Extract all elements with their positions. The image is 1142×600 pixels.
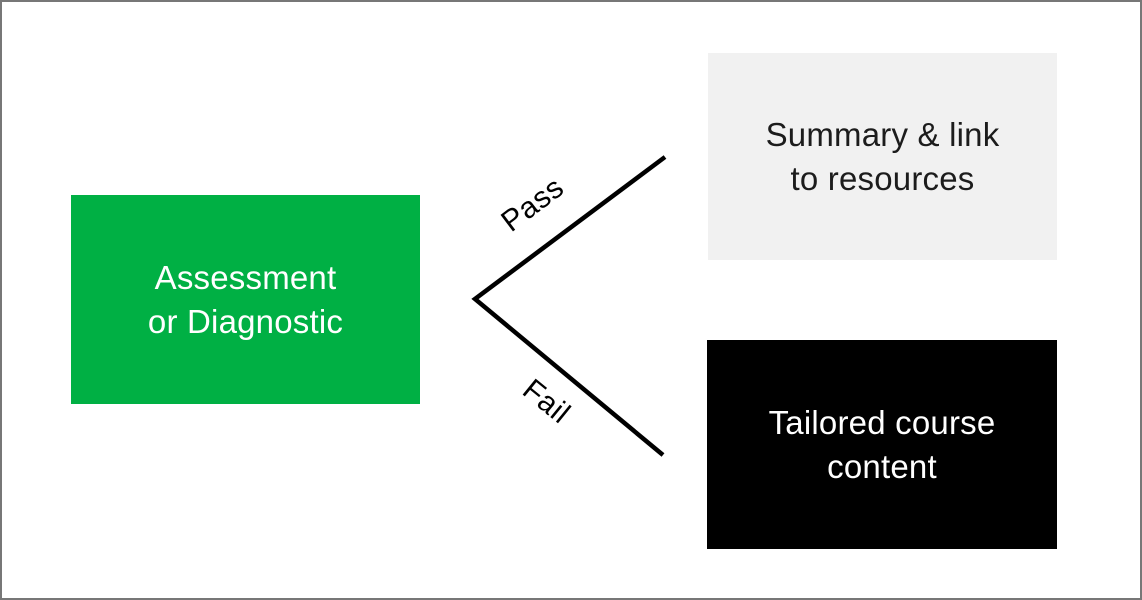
node-assessment-label-line2: or Diagnostic xyxy=(147,302,344,340)
fail-edge-label: Fail xyxy=(516,372,577,431)
node-tailored-label-line1: Tailored course xyxy=(768,403,996,441)
node-assessment-label-line1: Assessment xyxy=(154,258,337,296)
pass-edge-label: Pass xyxy=(495,170,571,239)
node-tailored-course-content: Tailored course content xyxy=(707,340,1057,549)
node-summary-label-line2: to resources xyxy=(790,159,975,197)
node-assessment-or-diagnostic: Assessment or Diagnostic xyxy=(71,195,420,404)
node-summary-label-line1: Summary & link xyxy=(765,115,1000,153)
node-tailored-label-line2: content xyxy=(827,447,937,485)
node-summary-and-link: Summary & link to resources xyxy=(708,53,1057,260)
